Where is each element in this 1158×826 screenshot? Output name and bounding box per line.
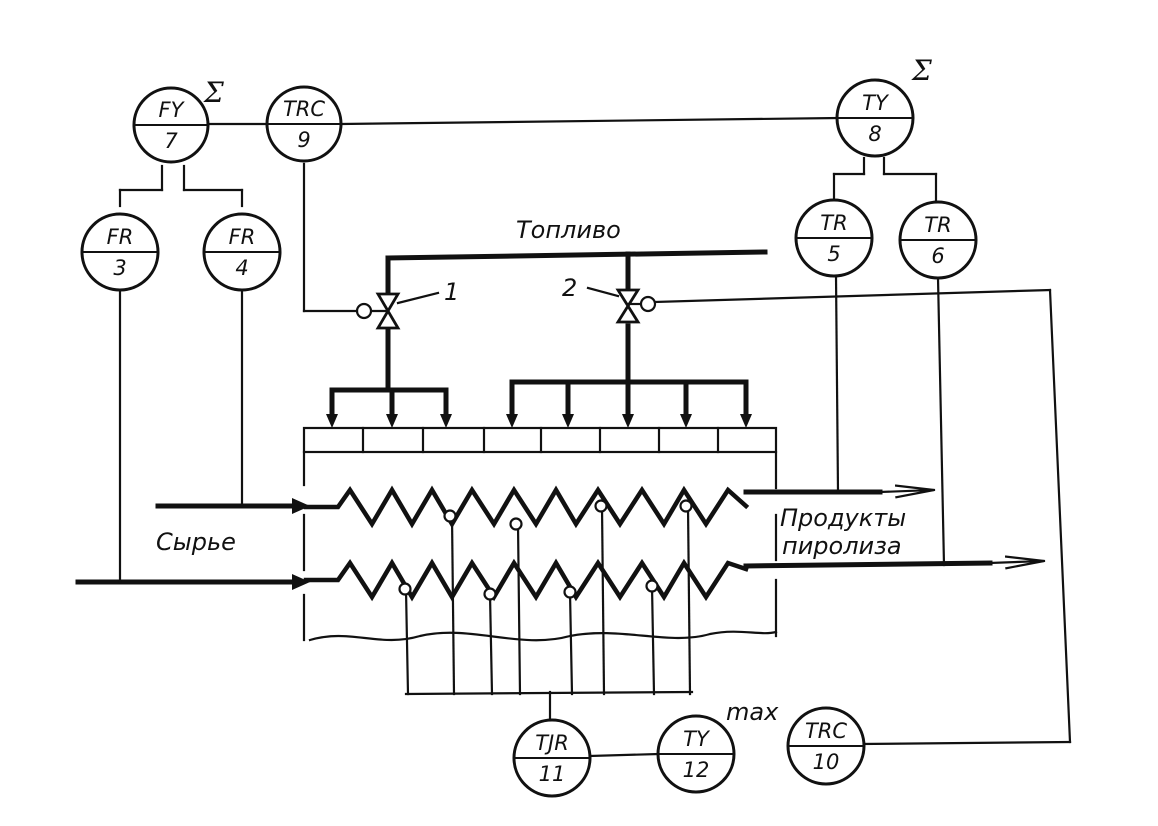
product-arrow-upper <box>878 490 936 492</box>
instrument-trc9-num: 9 <box>297 128 310 152</box>
instrument-tr6-num: 6 <box>931 244 944 268</box>
feed-arrow-lower <box>292 574 310 590</box>
instrument-fy7-num: 7 <box>164 129 178 153</box>
instrument-trc9: TRC 9 <box>265 85 343 163</box>
fuel-piping <box>329 249 768 421</box>
instrument-trc10: TRC 10 <box>786 706 866 786</box>
furnace-walls <box>302 450 778 642</box>
valve2-number: 2 <box>562 274 577 302</box>
instrument-fy7-tag: FY <box>159 98 186 122</box>
instrument-fr4: FR 4 <box>202 212 282 292</box>
instrument-fr3: FR 3 <box>80 212 160 292</box>
instrument-tr5: TR 5 <box>794 198 874 278</box>
instrument-tr5-num: 5 <box>827 242 840 266</box>
products-label-line1: Продукты <box>780 504 906 532</box>
fuel-label: Топливо <box>516 216 621 244</box>
instrument-trc9-tag: TRC <box>283 97 325 121</box>
control-valve-1 <box>355 292 401 330</box>
instrument-tr6: TR 6 <box>898 200 978 280</box>
product-line-lower <box>743 560 993 569</box>
instrument-fr3-num: 3 <box>113 256 126 280</box>
valve2-leader <box>586 286 620 298</box>
signal-lines <box>118 116 1072 758</box>
upper-coil <box>303 485 750 529</box>
lower-coil <box>303 558 749 602</box>
instrument-tjr11-tag: TJR <box>535 731 569 755</box>
instrument-tjr11-num: 11 <box>539 762 566 786</box>
instrument-ty8-tag: TY <box>862 91 890 115</box>
sigma-right: Σ <box>911 54 932 87</box>
feed-arrow-upper <box>292 498 310 514</box>
furnace-bottom-break <box>308 630 778 642</box>
thermocouple-taps <box>398 499 693 601</box>
instrument-ty12-num: 12 <box>683 758 710 782</box>
instrument-fr4-num: 4 <box>235 256 248 280</box>
instrument-trc10-num: 10 <box>813 750 840 774</box>
control-valve-2 <box>615 288 657 324</box>
instrument-fr4-tag: FR <box>229 225 256 249</box>
instrument-ty12-tag: TY <box>683 727 711 751</box>
valve1-leader <box>396 291 440 305</box>
burner-dividers <box>361 426 720 454</box>
instrument-ty8-num: 8 <box>868 122 881 146</box>
instrument-ty12: TY 12 <box>656 714 736 794</box>
max-label: max <box>726 698 779 726</box>
product-arrow-lower <box>988 561 1046 563</box>
instrument-tr5-tag: TR <box>820 211 847 235</box>
instrument-fr3-tag: FR <box>107 225 134 249</box>
instrument-ty8: TY 8 <box>835 78 915 158</box>
instrument-tjr11: TJR 11 <box>512 718 592 798</box>
instrument-fy7: FY 7 <box>132 86 210 164</box>
sigma-left: Σ <box>203 76 224 109</box>
valve1-number: 1 <box>444 278 459 306</box>
feed-label: Сырье <box>156 528 236 556</box>
instrument-trc10-tag: TRC <box>805 719 847 743</box>
products-label-line2: пиролиза <box>782 532 902 560</box>
instrument-tr6-tag: TR <box>924 213 951 237</box>
burner-arrows <box>326 414 752 428</box>
furnace <box>302 426 778 642</box>
